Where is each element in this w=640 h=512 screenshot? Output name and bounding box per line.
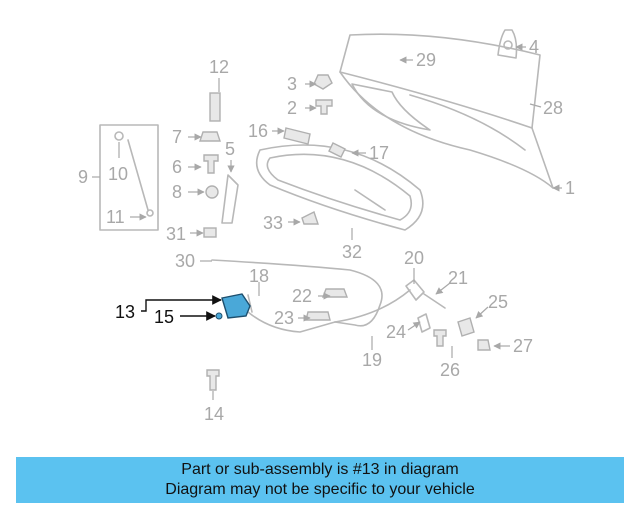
callout-13: 13 bbox=[115, 302, 135, 322]
banner-line-part-number: Part or sub-assembly is #13 in diagram bbox=[181, 461, 459, 478]
insulator-bag bbox=[497, 29, 518, 59]
callout-1: 1 bbox=[565, 178, 575, 198]
callout-27: 27 bbox=[513, 336, 533, 356]
callout-16: 16 bbox=[248, 121, 268, 141]
callout-10: 10 bbox=[108, 164, 128, 184]
callout-5: 5 bbox=[225, 139, 235, 159]
callout-15: 15 bbox=[154, 307, 174, 327]
release-cable bbox=[211, 259, 411, 333]
callout-24: 24 bbox=[386, 322, 406, 342]
callout-11: 11 bbox=[106, 207, 125, 227]
leader-lines bbox=[92, 43, 562, 400]
small-parts bbox=[199, 74, 349, 321]
callout-21: 21 bbox=[448, 268, 468, 288]
hood-seal bbox=[255, 144, 424, 231]
callout-23: 23 bbox=[274, 308, 294, 328]
callout-32: 32 bbox=[342, 242, 362, 262]
callout-18: 18 bbox=[249, 266, 269, 286]
callout-14: 14 bbox=[204, 404, 224, 424]
callout-9: 9 bbox=[78, 167, 88, 187]
callout-12: 12 bbox=[209, 57, 229, 77]
callout-3: 3 bbox=[287, 74, 297, 94]
callout-25: 25 bbox=[488, 292, 508, 312]
callout-labels: 1 2 3 4 5 6 7 8 9 10 11 12 13 14 15 16 1… bbox=[78, 37, 575, 424]
hood-panel bbox=[339, 33, 554, 189]
callout-33: 33 bbox=[263, 213, 283, 233]
callout-20: 20 bbox=[404, 248, 424, 268]
callout-19: 19 bbox=[362, 350, 382, 370]
callout-17: 17 bbox=[369, 143, 389, 163]
callout-22: 22 bbox=[292, 286, 312, 306]
highlight-leader-lines bbox=[141, 295, 222, 321]
callout-26: 26 bbox=[440, 360, 460, 380]
callout-30: 30 bbox=[175, 251, 195, 271]
callout-8: 8 bbox=[172, 182, 182, 202]
callout-2: 2 bbox=[287, 98, 297, 118]
highlighted-part-13 bbox=[215, 293, 251, 320]
info-banner: Part or sub-assembly is #13 in diagram D… bbox=[16, 457, 624, 503]
callout-7: 7 bbox=[172, 127, 182, 147]
callout-29: 29 bbox=[416, 50, 436, 70]
callout-31: 31 bbox=[166, 224, 186, 244]
callout-4: 4 bbox=[529, 37, 539, 57]
latch-parts bbox=[206, 279, 491, 391]
callout-28: 28 bbox=[543, 98, 563, 118]
callout-6: 6 bbox=[172, 157, 182, 177]
banner-line-disclaimer: Diagram may not be specific to your vehi… bbox=[165, 481, 475, 498]
